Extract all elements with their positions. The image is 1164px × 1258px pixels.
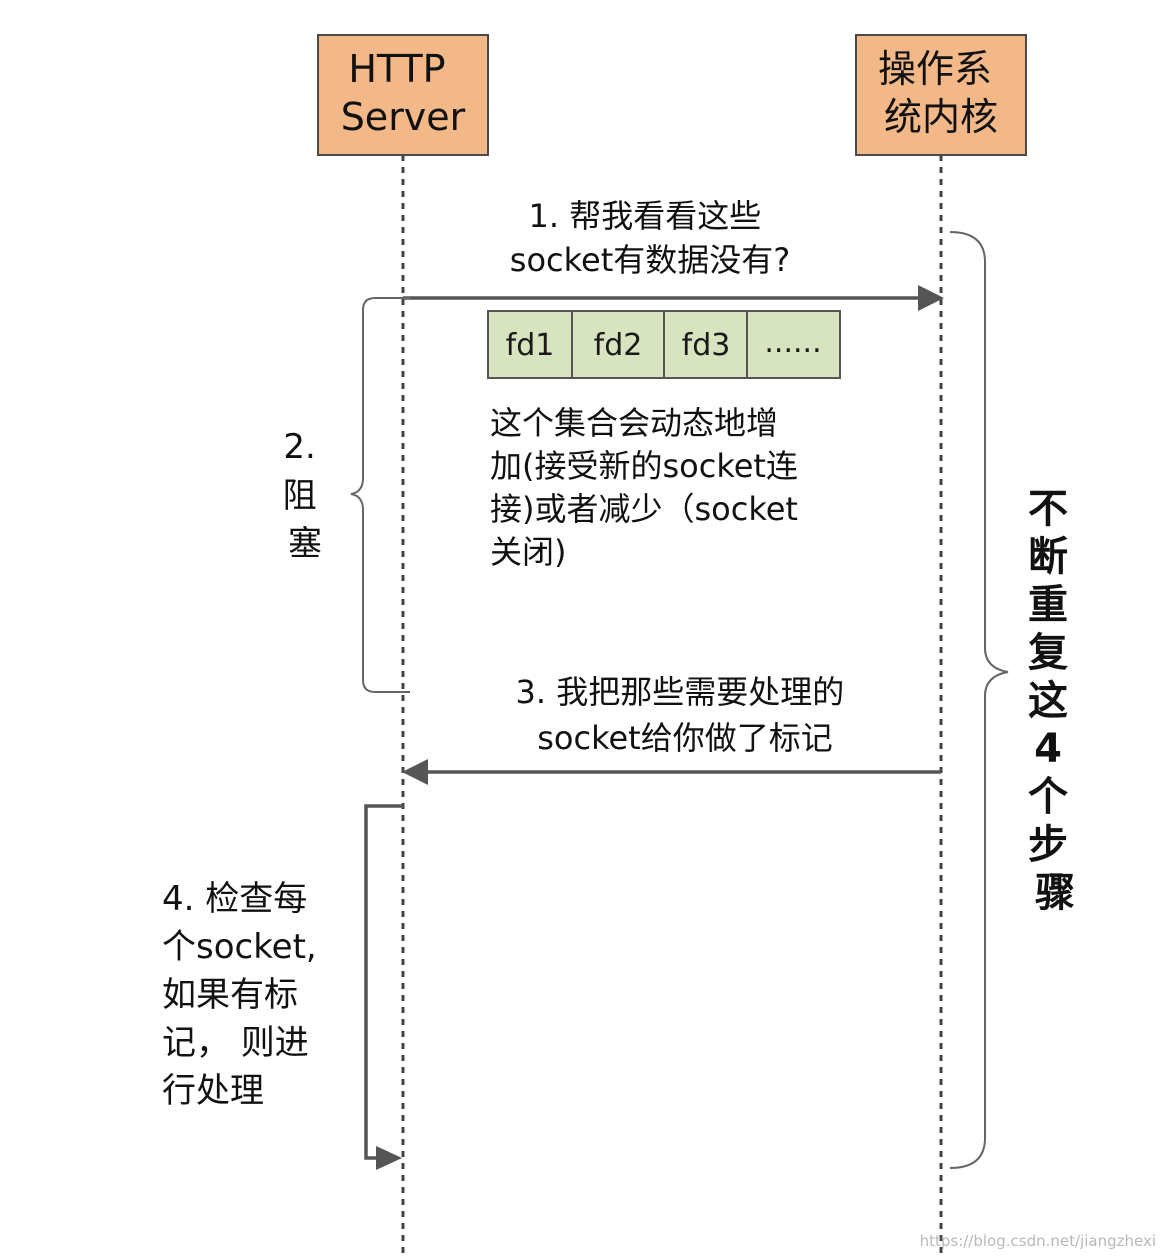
repeat-label-char: 这: [1028, 678, 1068, 724]
step1-arrow-head: [918, 285, 944, 311]
repeat-label-char: 不: [1028, 486, 1068, 532]
step1-message-line: socket有数据没有?: [510, 241, 790, 279]
repeat-label-char: 断: [1028, 534, 1068, 580]
fd-cell-label: ......: [764, 325, 821, 360]
step2-label: 2. 阻 塞: [283, 427, 328, 564]
step1-message-line: 1. 帮我看看这些: [529, 197, 762, 235]
fd-set: fd1 fd2 fd3 ......: [487, 310, 841, 379]
actor-os-kernel-line: 操作系: [878, 47, 992, 91]
step1-message-label: 1. 帮我看看这些 socket有数据没有?: [510, 197, 790, 279]
fd-cell: [487, 310, 573, 379]
step2-blocking-brace: [350, 297, 410, 693]
fd-cell-label: fd1: [506, 328, 555, 363]
fd-cell-label: fd3: [682, 328, 731, 363]
repeat-label-char: 4: [1034, 726, 1062, 772]
step2-label-line: 阻: [283, 476, 317, 516]
actor-http-server-line: Server: [341, 95, 466, 139]
step3-message-label: 3. 我把那些需要处理的 socket给你做了标记: [516, 673, 855, 757]
repeat-label-char: 复: [1028, 630, 1068, 676]
fd-cell: [746, 310, 841, 379]
actor-http-server-line: HTTP: [348, 47, 445, 91]
fd-set-note-line: 这个集合会动态地增: [490, 404, 778, 442]
fd-set-note-line: 关闭): [490, 533, 567, 571]
step3-arrow-head: [402, 759, 428, 785]
step2-label-line: 2.: [283, 427, 315, 467]
step4-self-loop: [364, 804, 403, 1170]
actor-os-kernel-line: 统内核: [884, 95, 998, 139]
actor-http-server: HTTP Server: [317, 34, 489, 156]
fd-set-note-line: 接)或者减少（socket: [490, 490, 798, 528]
step3-arrow: [402, 759, 941, 785]
repeat-brace: [949, 231, 1009, 1169]
repeat-label-char: 步: [1028, 822, 1068, 868]
fd-cell: [571, 310, 665, 379]
step4-label-line: 如果有标: [162, 975, 298, 1015]
fd-cell-label: fd2: [594, 328, 643, 363]
step1-arrow: [403, 285, 944, 311]
step4-label-line: 个socket,: [162, 927, 317, 967]
fd-cell: [663, 310, 748, 379]
repeat-label-char: 重: [1028, 582, 1068, 628]
watermark-text: https://blog.csdn.net/jiangzhexi: [920, 1232, 1156, 1250]
fd-set-note-line: 加(接受新的socket连: [490, 447, 798, 485]
actor-os-kernel: 操作系 统内核: [855, 34, 1027, 156]
step4-loop-arrowhead: [376, 1146, 402, 1170]
step4-label-line: 4. 检查每: [162, 879, 307, 919]
actor-http-server-label: HTTP Server: [341, 47, 466, 139]
actor-os-kernel-box: [855, 34, 1027, 156]
step4-loop-line: [364, 804, 403, 1160]
step2-label-line: 塞: [288, 524, 322, 564]
repeat-label-char: 骤: [1035, 870, 1075, 916]
step3-message-line: socket给你做了标记: [537, 719, 832, 757]
repeat-label: 不 断 重 复 这 4 个 步 骤: [1028, 486, 1082, 916]
step4-label-line: 行处理: [162, 1071, 264, 1111]
repeat-label-char: 个: [1028, 774, 1068, 820]
step3-message-line: 3. 我把那些需要处理的: [516, 673, 845, 711]
actor-http-server-box: [317, 34, 489, 156]
actor-os-kernel-label: 操作系 统内核: [878, 47, 1004, 139]
step4-label: 4. 检查每 个socket, 如果有标 记， 则进 行处理: [162, 879, 328, 1111]
step4-label-line: 记， 则进: [162, 1023, 309, 1063]
fd-set-note: 这个集合会动态地增 加(接受新的socket连 接)或者减少（socket 关闭…: [490, 404, 808, 571]
